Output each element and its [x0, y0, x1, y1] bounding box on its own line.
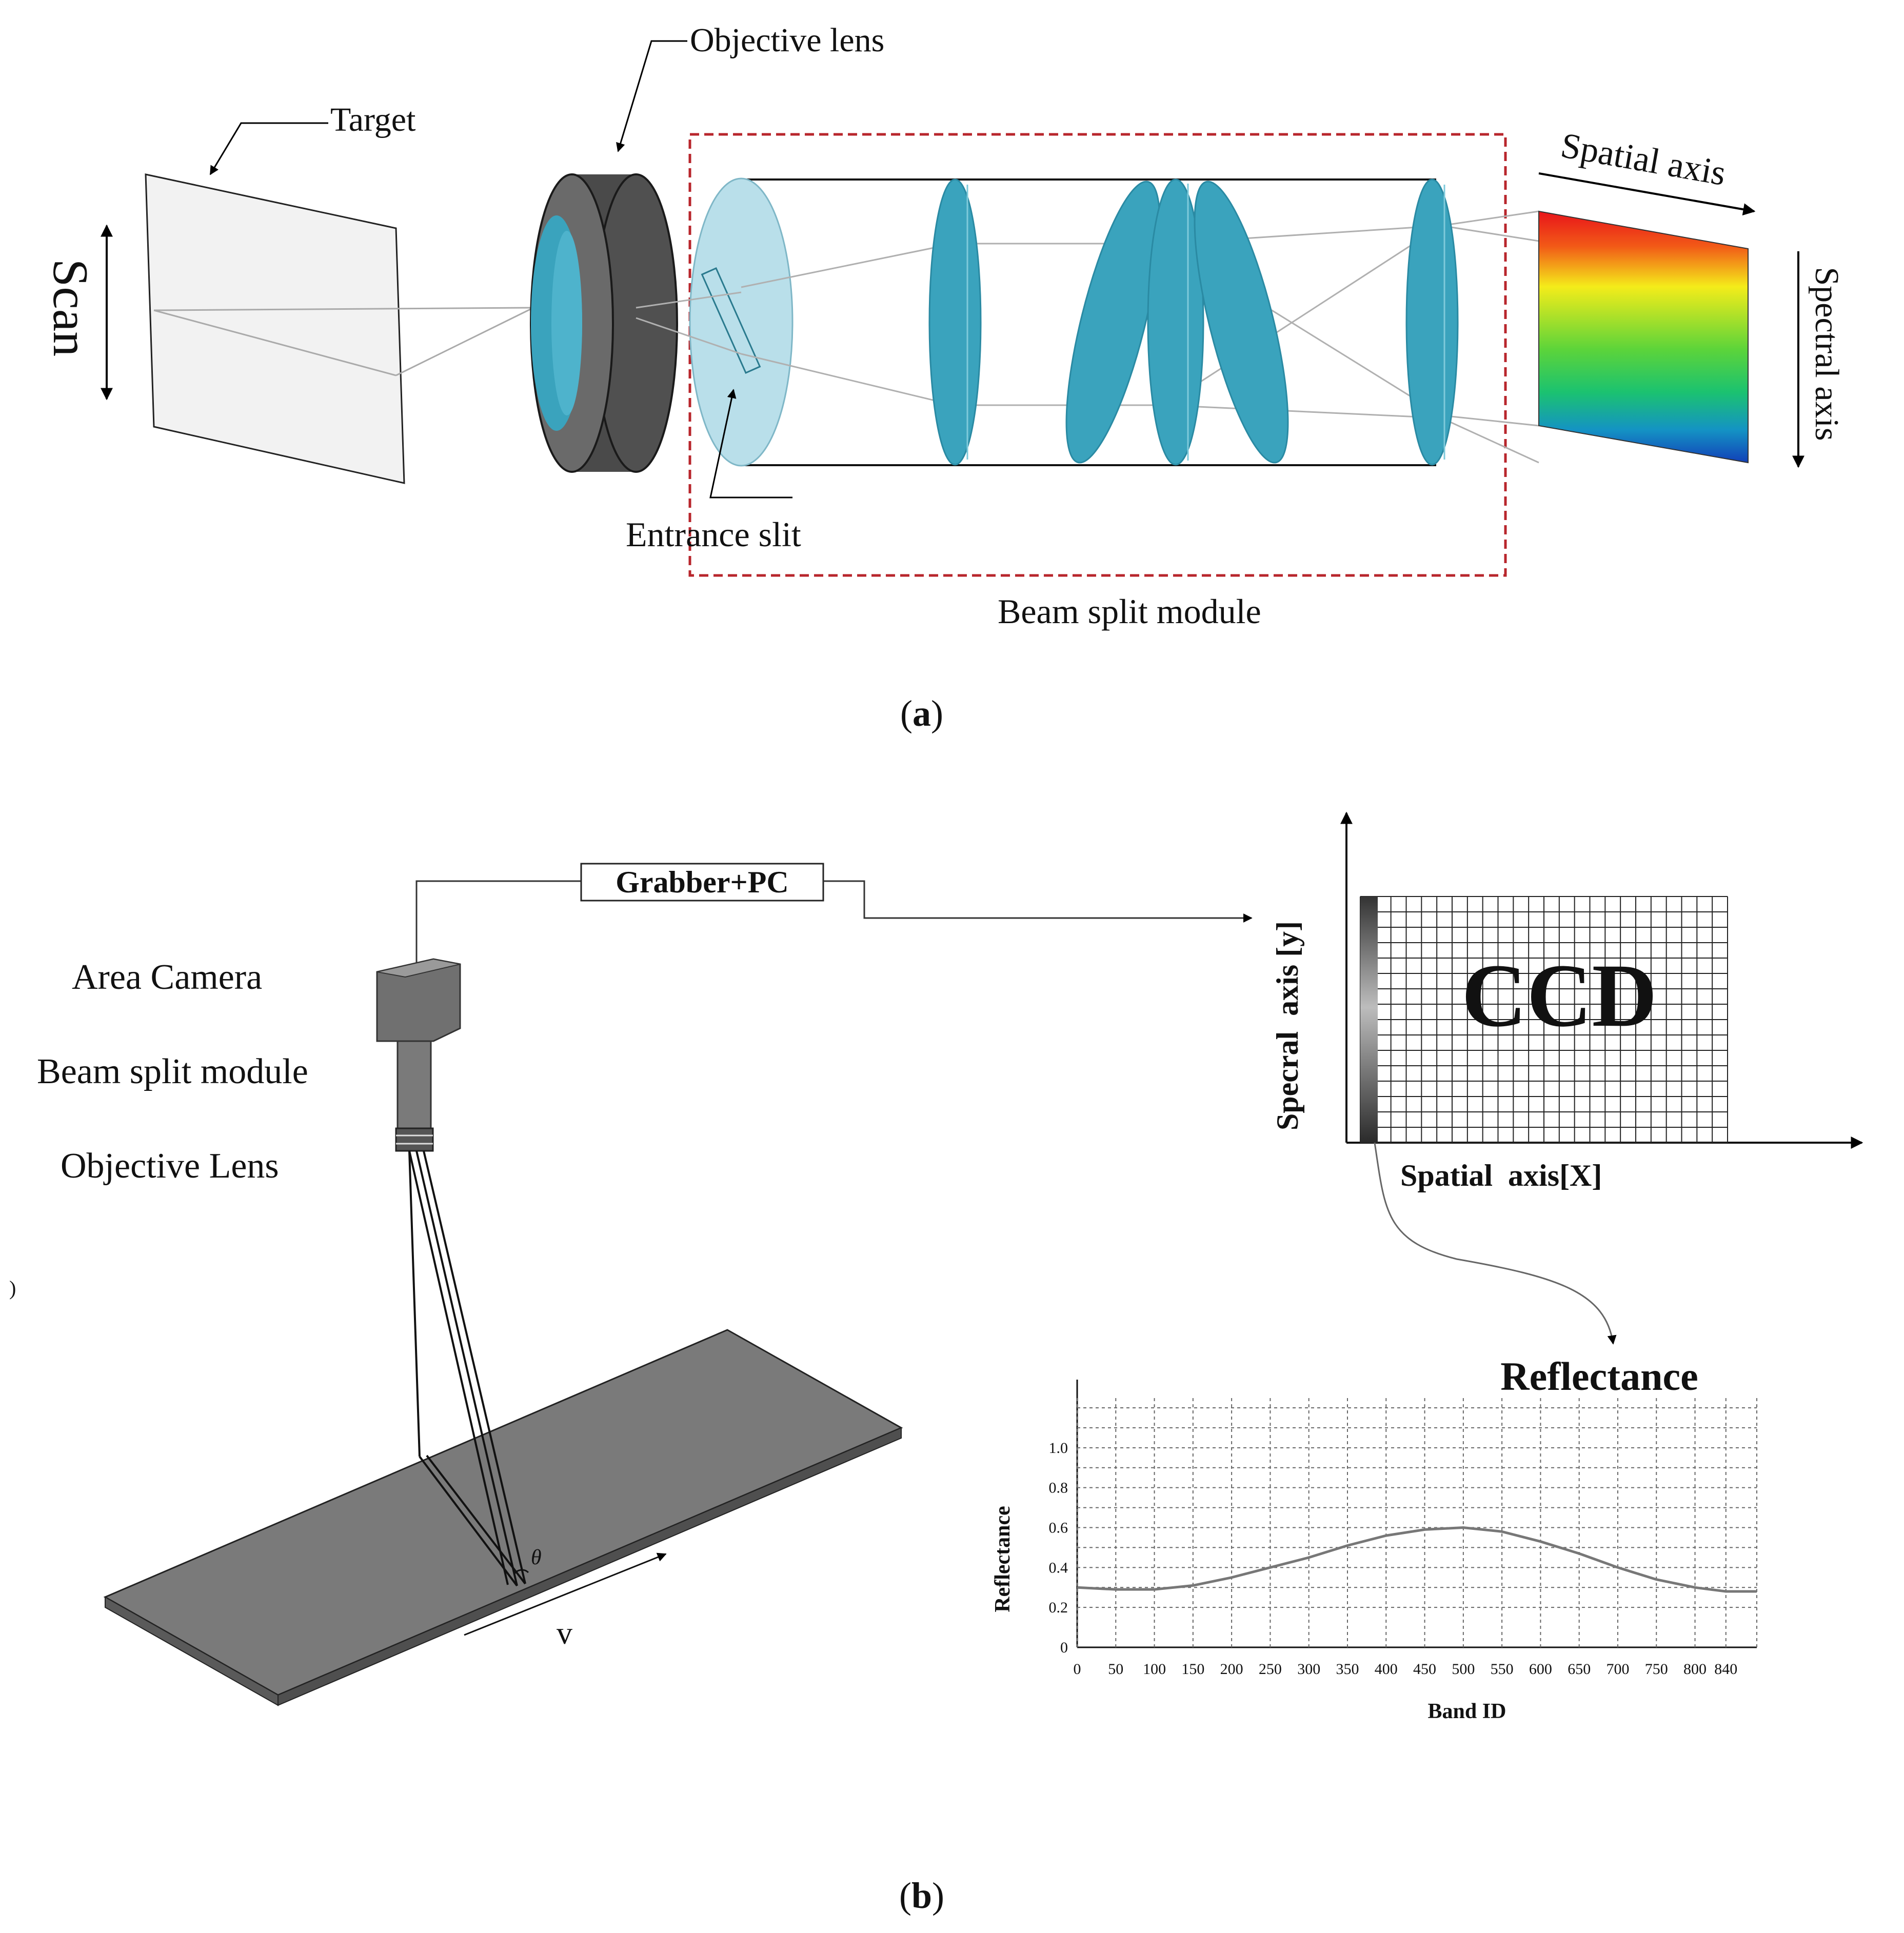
chart-xtick-label: 50 [1108, 1661, 1123, 1678]
camera-cable [415, 880, 581, 977]
entrance-slit [701, 267, 761, 374]
velocity-label: v [557, 1616, 572, 1651]
objective-ring [395, 1127, 434, 1152]
area-camera [376, 958, 461, 1152]
chart-grid [1077, 1398, 1757, 1647]
lens-5 [1405, 178, 1459, 466]
light-rays-b [408, 1150, 526, 1587]
chart-xtick-label: 0 [1074, 1661, 1081, 1678]
chart-xtick-label: 750 [1645, 1661, 1668, 1678]
ccd-to-reflectance-arrow [1374, 1142, 1617, 1345]
lens-1 [928, 178, 982, 466]
beam-split-label-b: Beam split module [37, 1052, 308, 1091]
chart-xtick-label: 800 [1683, 1661, 1707, 1678]
grabber-box [580, 863, 824, 902]
ccd-x-label: Spatial axis[X] [1400, 1159, 1602, 1192]
chart-xtick-label: 840 [1714, 1661, 1737, 1678]
spatial-axis-label: Spatial axis [1558, 126, 1729, 193]
chart-xtick-label: 650 [1568, 1661, 1591, 1678]
chart-xtick-label: 250 [1259, 1661, 1282, 1678]
scan-label: Scan [43, 259, 98, 357]
stray-paren: ) [9, 1277, 16, 1300]
beam-split-box [688, 133, 1507, 577]
chart-ylabel: Reflectance [991, 1506, 1015, 1612]
ccd-strip [1360, 896, 1378, 1143]
chart-ytick-label: 0.4 [1049, 1559, 1068, 1576]
chart-ticks: 0 50 100 150 200 250 300 350 400 450 500 550 600 650 7… [1049, 1440, 1738, 1678]
chart-xtick-label: 350 [1336, 1661, 1359, 1678]
slit-leader [709, 389, 792, 499]
chart-ytick-label: 0 [1060, 1639, 1068, 1656]
rays-a1 [153, 307, 534, 376]
grabber-label: Grabber+PC [616, 865, 788, 899]
chart-xtick-label: 700 [1606, 1661, 1629, 1678]
chart-ytick-label: 0.6 [1049, 1520, 1068, 1537]
spectral-detector [1538, 210, 1749, 464]
lens-4 [1194, 181, 1289, 464]
objective-label: Objective lens [690, 22, 884, 59]
chart-xtick-label: 550 [1491, 1661, 1514, 1678]
caption-b: (b) [899, 1875, 944, 1916]
spectral-axis-label: Spectral axis [1808, 267, 1846, 441]
theta-arc [513, 1569, 529, 1575]
beam-split-label: Beam split module [998, 592, 1261, 631]
chart-xtick-label: 100 [1143, 1661, 1166, 1678]
chart-line-series [1077, 1526, 1757, 1593]
velocity-arrow [464, 1552, 667, 1636]
entrance-slit-label: Entrance slit [626, 515, 801, 554]
chart-xtick-label: 400 [1375, 1661, 1398, 1678]
chart-xlabel: Band ID [1428, 1700, 1506, 1723]
chart-xtick-label: 150 [1181, 1661, 1204, 1678]
chart-xtick-label: 600 [1529, 1661, 1552, 1678]
chart-xtick-label: 300 [1297, 1661, 1320, 1678]
grabber-to-ccd-arrow [823, 880, 1253, 923]
reflectance-chart: 0 50 100 150 200 250 300 350 400 450 500 550 600 650 7… [991, 1380, 1757, 1723]
target-leader [209, 122, 328, 175]
lens-2 [1065, 181, 1161, 464]
panel-b: ) Grabber+PC Area Camera Beam split modu… [9, 811, 1863, 1916]
chart-xtick-label: 450 [1413, 1661, 1436, 1678]
lens-3 [1147, 178, 1204, 466]
caption-a: (a) [900, 693, 943, 734]
lens-elements [928, 178, 1459, 466]
ccd-y-label: Specral axis [y] [1271, 921, 1304, 1130]
beam-split-tube [396, 1040, 432, 1129]
chart-ytick-label: 1.0 [1049, 1440, 1068, 1457]
panel-a: Target Scan Objective lens [43, 22, 1846, 734]
target-label: Target [330, 101, 415, 138]
theta-label: θ [531, 1546, 542, 1569]
objective-label-b: Objective Lens [61, 1146, 279, 1186]
target-plate [145, 173, 405, 484]
area-camera-label: Area Camera [72, 958, 262, 997]
chart-ytick-label: 0.8 [1049, 1480, 1068, 1497]
conveyor-plate [103, 1329, 903, 1706]
reflectance-title: Reflectance [1500, 1354, 1698, 1399]
objective-leader [616, 40, 687, 152]
ccd-label: CCD [1461, 946, 1657, 1046]
chart-xtick-label: 500 [1452, 1661, 1475, 1678]
entrance-slit-disc [689, 177, 794, 467]
spatial-axis-arrow [1538, 172, 1756, 216]
ccd-grid [1360, 896, 1728, 1143]
chart-xtick-label: 200 [1220, 1661, 1243, 1678]
objective-lens [530, 173, 678, 473]
chart-ytick-label: 0.2 [1049, 1599, 1068, 1616]
